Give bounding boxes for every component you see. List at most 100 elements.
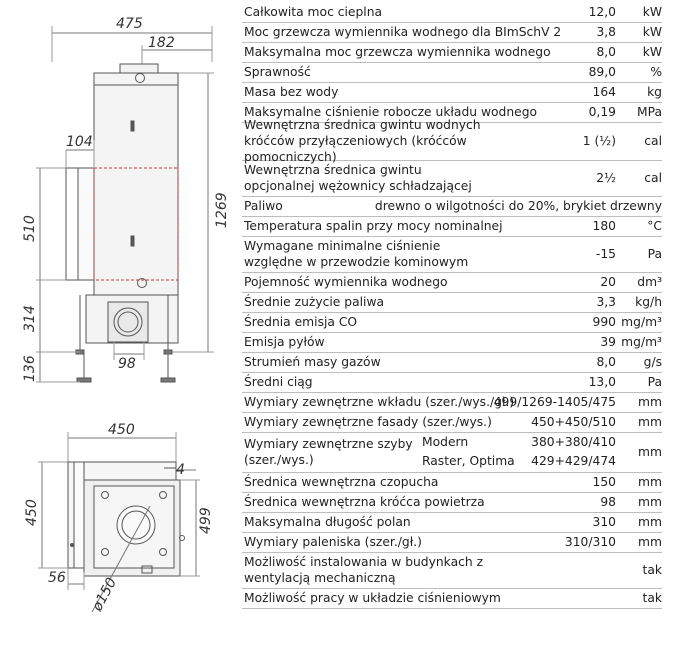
spec-row: Wymagane minimalne ciśnienie względne w …	[242, 236, 662, 273]
spec-unit: Pa	[647, 247, 662, 261]
spec-value: 89,0	[588, 65, 616, 79]
spec-label: Wymiary zewnętrzne szyby (szer./wys.)	[244, 437, 413, 467]
dim-450-top: 450	[108, 422, 135, 438]
spec-row: Wewnętrzna średnica gwintu opcjonalnej w…	[242, 160, 662, 197]
spec-label: Moc grzewcza wymiennika wodnego dla BImS…	[244, 25, 562, 39]
spec-row: Wymiary zewnętrzne szyby (szer./wys.) Mod…	[242, 432, 662, 473]
spec-value: 450+450/510	[531, 415, 616, 429]
spec-value: 3,3	[596, 295, 616, 309]
spec-value: -15	[595, 247, 616, 261]
spec-label: Emisja pyłów	[244, 335, 325, 349]
spec-unit: cal	[644, 171, 662, 185]
spec-row: Maksymalna moc grzewcza wymiennika wodne…	[242, 42, 662, 63]
dim-499: 499	[198, 507, 214, 534]
spec-label: Możliwość instalowania w budynkach z wen…	[244, 555, 484, 585]
spec-row: Maksymalne ciśnienie robocze układu wodn…	[242, 102, 662, 123]
spec-label: Maksymalna moc grzewcza wymiennika wodne…	[244, 45, 551, 59]
spec-row: Możliwość pracy w układzie ciśnieniowym t…	[242, 588, 662, 609]
spec-row: Wymiary zewnętrzne wkładu (szer./wys./gł…	[242, 392, 662, 413]
spec-label: Paliwo	[244, 199, 283, 213]
spec-value: 499/1269-1405/475	[493, 395, 616, 409]
spec-label: Wymiary zewnętrzne wkładu (szer./wys./gł…	[244, 395, 515, 409]
spec-unit: mm	[638, 475, 662, 489]
dim-475: 475	[116, 16, 143, 32]
spec-unit: kg	[647, 85, 662, 99]
spec-unit: mm	[638, 495, 662, 509]
spec-unit: Pa	[647, 375, 662, 389]
spec-label: Pojemność wymiennika wodnego	[244, 275, 448, 289]
spec-row: Wewnętrzna średnica gwintu wodnych króćc…	[242, 118, 662, 164]
spec-value: 8,0	[596, 355, 616, 369]
spec-value: 12,0	[588, 5, 616, 19]
dim-182: 182	[148, 35, 175, 51]
dim-104: 104	[66, 134, 93, 150]
spec-unit: °C	[647, 219, 662, 233]
dim-diameter-150: ø150	[89, 575, 120, 615]
spec-label: Strumień masy gazów	[244, 355, 381, 369]
spec-value: 0,19	[588, 105, 616, 119]
spec-row: Średni ciąg 13,0 Pa	[242, 372, 662, 393]
top-view-drawing	[38, 432, 200, 613]
spec-unit: kW	[642, 45, 662, 59]
spec-value: 310	[592, 515, 616, 529]
side-view-drawing	[36, 26, 214, 383]
spec-sub-label: Raster, Optima	[422, 454, 515, 468]
spec-unit: mm	[638, 395, 662, 409]
spec-row: Emisja pyłów 39 mg/m³	[242, 332, 662, 353]
spec-row: Średnica wewnętrzna czopucha 150 mm	[242, 472, 662, 493]
spec-label: Masa bez wody	[244, 85, 339, 99]
spec-label: Możliwość pracy w układzie ciśnieniowym	[244, 591, 501, 605]
dim-510: 510	[22, 215, 38, 242]
spec-value: 8,0	[596, 45, 616, 59]
dim-98: 98	[118, 356, 136, 372]
spec-unit: mm	[638, 535, 662, 549]
spec-unit: dm³	[637, 275, 662, 289]
spec-row: Strumień masy gazów 8,0 g/s	[242, 352, 662, 373]
spec-label: Całkowita moc cieplna	[244, 5, 383, 19]
spec-sub-label: Modern	[422, 435, 469, 449]
spec-unit: kg/h	[635, 295, 662, 309]
spec-unit: mm	[638, 445, 662, 459]
dim-314: 314	[22, 305, 38, 332]
spec-label: Średnica wewnętrzna króćca powietrza	[244, 495, 485, 509]
spec-unit: tak	[642, 563, 662, 577]
spec-unit: mg/m³	[621, 315, 662, 329]
spec-value: 1 (½)	[582, 134, 616, 148]
spec-sub-value: 380+380/410	[531, 435, 616, 449]
spec-label: Sprawność	[244, 65, 311, 79]
spec-value: 180	[592, 219, 616, 233]
spec-label: Średnia emisja CO	[244, 315, 358, 329]
spec-label: Wewnętrzna średnica gwintu wodnych króćc…	[244, 118, 481, 164]
spec-value: 13,0	[588, 375, 616, 389]
spec-row: Wymiary zewnętrzne fasady (szer./wys.) 45…	[242, 412, 662, 433]
spec-row: Możliwość instalowania w budynkach z wen…	[242, 552, 662, 589]
spec-label: Średnica wewnętrzna czopucha	[244, 475, 439, 489]
spec-label: Wymiary zewnętrzne fasady (szer./wys.)	[244, 415, 492, 429]
spec-unit: kW	[642, 5, 662, 19]
spec-unit: mm	[638, 415, 662, 429]
spec-label: Wewnętrzna średnica gwintu opcjonalnej w…	[244, 163, 472, 193]
spec-value: 150	[592, 475, 616, 489]
spec-unit: kW	[642, 25, 662, 39]
spec-value: 39	[600, 335, 616, 349]
dim-56: 56	[48, 570, 66, 586]
spec-unit: tak	[642, 591, 662, 605]
spec-label: Wymiary paleniska (szer./gł.)	[244, 535, 422, 549]
spec-row: Paliwo drewno o wilgotności do 20%, bryki…	[242, 196, 662, 217]
spec-row: Moc grzewcza wymiennika wodnego dla BImS…	[242, 22, 662, 43]
spec-unit: g/s	[643, 355, 662, 369]
spec-label: Średni ciąg	[244, 375, 313, 389]
spec-unit: mg/m³	[621, 335, 662, 349]
spec-label: Średnie zużycie paliwa	[244, 295, 385, 309]
spec-value: 98	[600, 495, 616, 509]
dim-136: 136	[22, 355, 38, 382]
spec-label: Wymagane minimalne ciśnienie względne w …	[244, 239, 469, 269]
spec-value: drewno o wilgotności do 20%, brykiet drz…	[374, 199, 662, 213]
spec-sub-value: 429+429/474	[531, 454, 616, 468]
dim-1269: 1269	[214, 192, 230, 228]
